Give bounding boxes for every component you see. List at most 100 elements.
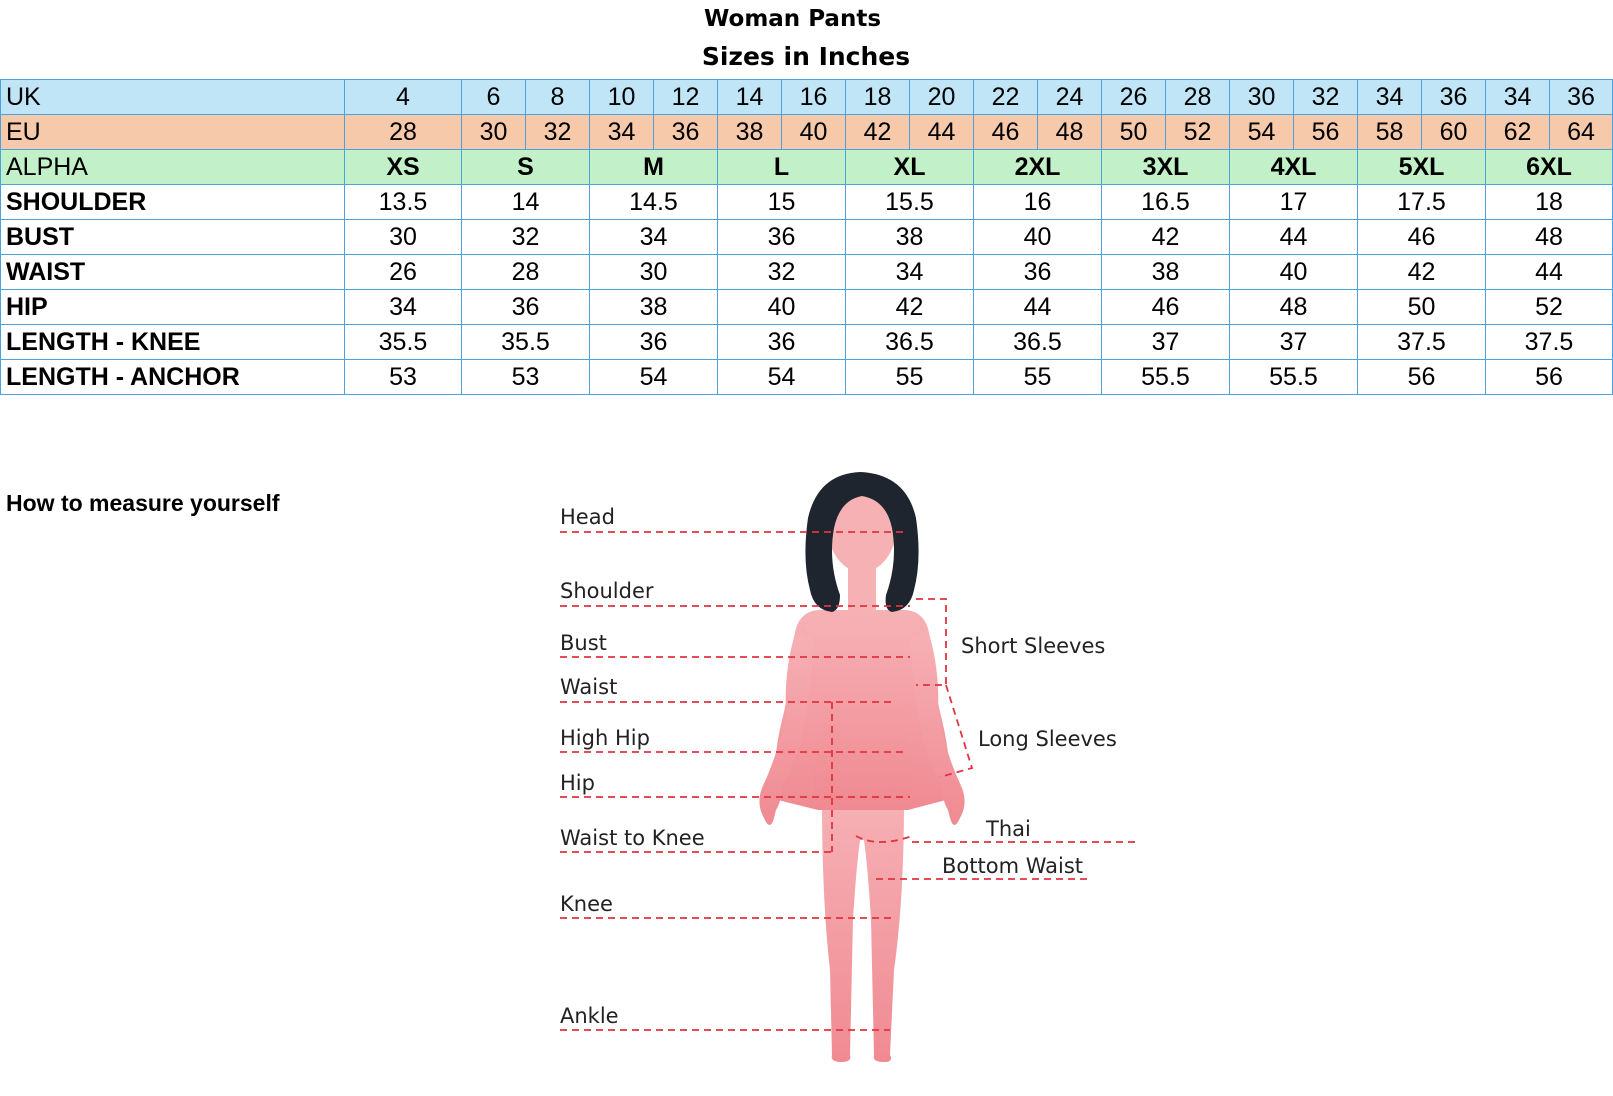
size-cell: L bbox=[717, 149, 846, 185]
table-cell: 20 bbox=[909, 79, 974, 115]
table-cell: 38 bbox=[717, 114, 782, 150]
measurement-row-waist: WAIST 26 28 30 32 34 36 38 40 42 44 bbox=[0, 254, 1613, 290]
measurement-row-hip: HIP 34 36 38 40 42 44 46 48 50 52 bbox=[0, 289, 1613, 325]
row-label: LENGTH - ANCHOR bbox=[0, 359, 345, 395]
row-label: ALPHA bbox=[0, 149, 345, 185]
table-cell: 44 bbox=[1229, 219, 1358, 255]
alpha-row: ALPHA XS S M L XL 2XL 3XL 4XL 5XL 6XL bbox=[0, 149, 1613, 185]
table-cell: 6 bbox=[461, 79, 526, 115]
table-cell: 37.5 bbox=[1485, 324, 1613, 360]
table-cell: 40 bbox=[1229, 254, 1358, 290]
row-label: BUST bbox=[0, 219, 345, 255]
table-cell: 48 bbox=[1229, 289, 1358, 325]
row-label: EU bbox=[0, 114, 345, 150]
measurement-row-length-anchor: LENGTH - ANCHOR 53 53 54 54 55 55 55.5 5… bbox=[0, 359, 1613, 395]
row-label: WAIST bbox=[0, 254, 345, 290]
label-high-hip: High Hip bbox=[560, 726, 650, 750]
table-cell: 50 bbox=[1101, 114, 1166, 150]
label-waist: Waist bbox=[560, 675, 617, 699]
table-cell: 42 bbox=[1101, 219, 1230, 255]
table-cell: 36 bbox=[1549, 79, 1613, 115]
table-cell: 16.5 bbox=[1101, 184, 1230, 220]
size-cell: 6XL bbox=[1485, 149, 1613, 185]
table-cell: 17 bbox=[1229, 184, 1358, 220]
label-shoulder: Shoulder bbox=[560, 579, 654, 603]
uk-row: UK 4 6 8 10 12 14 16 18 20 22 24 26 28 3… bbox=[0, 79, 1613, 115]
table-cell: 54 bbox=[589, 359, 718, 395]
table-cell: 34 bbox=[1485, 79, 1550, 115]
table-cell: 55 bbox=[845, 359, 974, 395]
measurement-row-bust: BUST 30 32 34 36 38 40 42 44 46 48 bbox=[0, 219, 1613, 255]
table-cell: 8 bbox=[525, 79, 590, 115]
label-waist-to-knee: Waist to Knee bbox=[560, 826, 705, 850]
measurement-figure: Head Shoulder Bust Waist High Hip Hip Wa… bbox=[560, 470, 1200, 1090]
table-cell: 14 bbox=[717, 79, 782, 115]
table-cell: 28 bbox=[344, 114, 462, 150]
table-cell: 60 bbox=[1421, 114, 1486, 150]
label-thai: Thai bbox=[985, 817, 1031, 841]
table-cell: 48 bbox=[1037, 114, 1102, 150]
table-cell: 44 bbox=[1485, 254, 1613, 290]
table-cell: 30 bbox=[1229, 79, 1294, 115]
table-cell: 34 bbox=[344, 289, 462, 325]
table-cell: 15.5 bbox=[845, 184, 974, 220]
label-long-sleeves: Long Sleeves bbox=[978, 727, 1117, 751]
size-cell: 4XL bbox=[1229, 149, 1358, 185]
table-cell: 40 bbox=[781, 114, 846, 150]
table-cell: 36 bbox=[973, 254, 1102, 290]
measurement-lines bbox=[560, 531, 1135, 1031]
table-cell: 42 bbox=[845, 289, 974, 325]
table-cell: 64 bbox=[1549, 114, 1613, 150]
table-cell: 44 bbox=[973, 289, 1102, 325]
body-diagram: Head Shoulder Bust Waist High Hip Hip Wa… bbox=[560, 472, 1135, 1062]
table-cell: 18 bbox=[845, 79, 910, 115]
table-cell: 50 bbox=[1357, 289, 1486, 325]
size-cell: 5XL bbox=[1357, 149, 1486, 185]
table-cell: 34 bbox=[1357, 79, 1422, 115]
table-cell: 4 bbox=[344, 79, 462, 115]
row-label: LENGTH - KNEE bbox=[0, 324, 345, 360]
table-cell: 14.5 bbox=[589, 184, 718, 220]
table-cell: 36 bbox=[461, 289, 590, 325]
chart-title: Woman Pants bbox=[703, 6, 882, 32]
table-cell: 55.5 bbox=[1229, 359, 1358, 395]
label-bust: Bust bbox=[560, 631, 607, 655]
label-hip: Hip bbox=[560, 771, 595, 795]
table-cell: 24 bbox=[1037, 79, 1102, 115]
table-cell: 58 bbox=[1357, 114, 1422, 150]
table-cell: 38 bbox=[589, 289, 718, 325]
table-cell: 15 bbox=[717, 184, 846, 220]
table-cell: 30 bbox=[461, 114, 526, 150]
table-cell: 36 bbox=[1421, 79, 1486, 115]
table-cell: 40 bbox=[717, 289, 846, 325]
table-cell: 34 bbox=[845, 254, 974, 290]
table-cell: 55.5 bbox=[1101, 359, 1230, 395]
size-table: UK 4 6 8 10 12 14 16 18 20 22 24 26 28 3… bbox=[0, 79, 1613, 395]
row-label: UK bbox=[0, 79, 345, 115]
table-cell: 38 bbox=[1101, 254, 1230, 290]
row-label: SHOULDER bbox=[0, 184, 345, 220]
table-cell: 37 bbox=[1229, 324, 1358, 360]
table-cell: 28 bbox=[461, 254, 590, 290]
table-cell: 35.5 bbox=[344, 324, 462, 360]
table-cell: 36.5 bbox=[973, 324, 1102, 360]
label-short-sleeves: Short Sleeves bbox=[961, 634, 1105, 658]
measurement-row-shoulder: SHOULDER 13.5 14 14.5 15 15.5 16 16.5 17… bbox=[0, 184, 1613, 220]
row-label: HIP bbox=[0, 289, 345, 325]
size-cell: M bbox=[589, 149, 718, 185]
table-cell: 37.5 bbox=[1357, 324, 1486, 360]
eu-row: EU 28 30 32 34 36 38 40 42 44 46 48 50 5… bbox=[0, 114, 1613, 150]
table-cell: 18 bbox=[1485, 184, 1613, 220]
table-cell: 14 bbox=[461, 184, 590, 220]
table-cell: 32 bbox=[461, 219, 590, 255]
chart-subtitle: Sizes in Inches bbox=[701, 42, 911, 71]
table-cell: 30 bbox=[589, 254, 718, 290]
table-cell: 16 bbox=[781, 79, 846, 115]
table-cell: 17.5 bbox=[1357, 184, 1486, 220]
table-cell: 32 bbox=[525, 114, 590, 150]
table-cell: 62 bbox=[1485, 114, 1550, 150]
size-cell: 3XL bbox=[1101, 149, 1230, 185]
table-cell: 52 bbox=[1485, 289, 1613, 325]
table-cell: 26 bbox=[344, 254, 462, 290]
label-knee: Knee bbox=[560, 892, 613, 916]
